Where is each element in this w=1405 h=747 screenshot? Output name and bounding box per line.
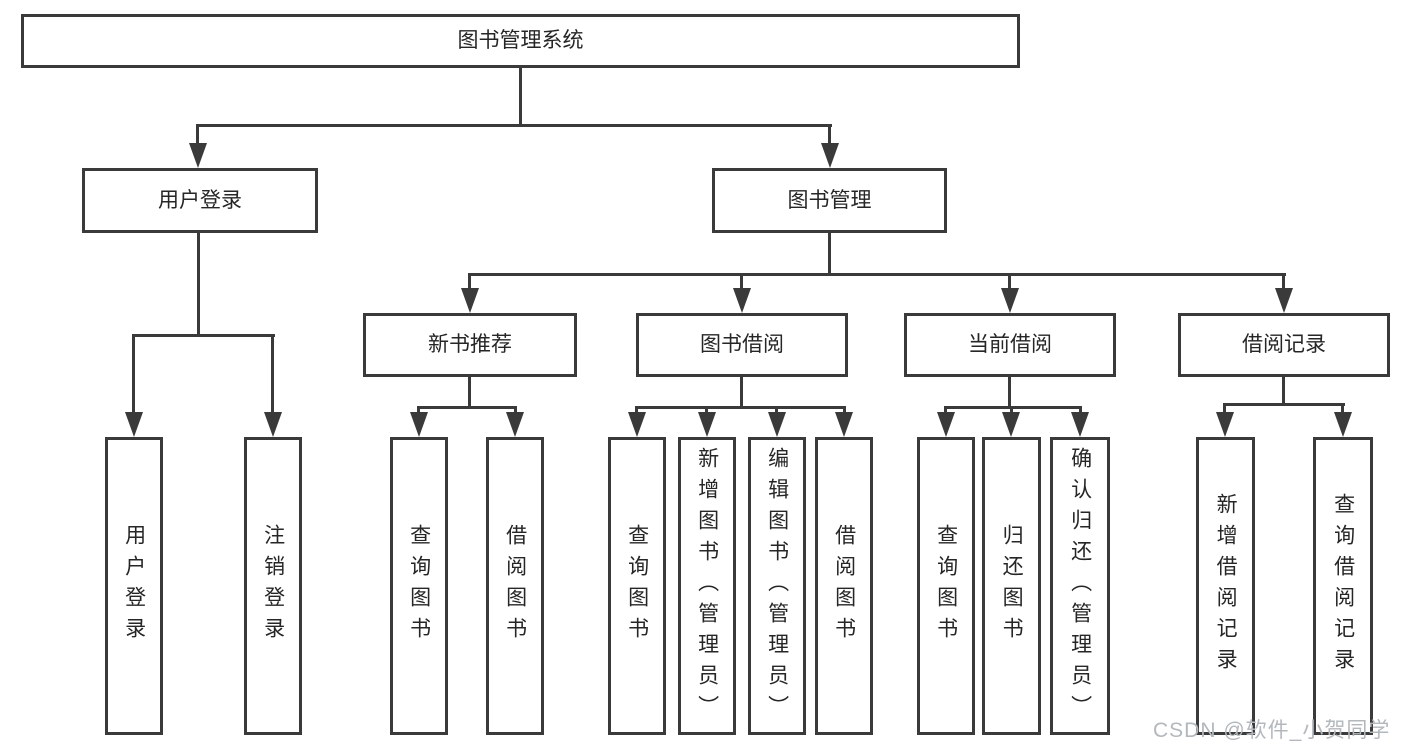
node-library-management-system: 图书管理系统 [21, 14, 1020, 68]
leaf-borrow-books-2: 借阅图书 [815, 437, 873, 735]
arrow-down-icon [821, 143, 839, 168]
arrow-down-icon [506, 412, 524, 437]
leaf-query-borrow-record: 查询借阅记录 [1313, 437, 1373, 735]
arrow-down-icon [628, 412, 646, 437]
leaf-add-book-admin: 新增图书（管理员） [678, 437, 736, 735]
connector-line [196, 124, 199, 146]
connector-line [1010, 406, 1013, 415]
connector-line [132, 334, 275, 337]
node-borrow-records: 借阅记录 [1178, 313, 1390, 377]
node-new-book-recommend: 新书推荐 [363, 313, 577, 377]
connector-line [843, 406, 846, 415]
arrow-down-icon [264, 412, 282, 437]
connector-line [1008, 273, 1011, 290]
arrow-down-icon [1002, 412, 1020, 437]
connector-line [468, 273, 1286, 276]
connector-line [417, 406, 420, 415]
node-user-login: 用户登录 [82, 168, 318, 233]
leaf-query-books-2: 查询图书 [608, 437, 666, 735]
connector-line [196, 124, 832, 127]
connector-line [468, 377, 471, 409]
connector-line [1223, 403, 1345, 406]
arrow-down-icon [1216, 412, 1234, 437]
leaf-return-book: 归还图书 [982, 437, 1041, 735]
arrow-down-icon [1071, 412, 1089, 437]
connector-line [132, 334, 135, 414]
leaf-confirm-return-admin: 确认归还（管理员） [1050, 437, 1110, 735]
connector-line [635, 406, 846, 409]
connector-line [635, 406, 638, 415]
leaf-add-borrow-record: 新增借阅记录 [1196, 437, 1255, 735]
connector-line [775, 406, 778, 415]
connector-line [740, 273, 743, 290]
connector-line [271, 334, 274, 414]
connector-line [417, 406, 517, 409]
connector-line [1223, 403, 1226, 414]
connector-line [514, 406, 517, 415]
leaf-user-login: 用户登录 [105, 437, 163, 735]
arrow-down-icon [835, 412, 853, 437]
leaf-query-books-3: 查询图书 [917, 437, 975, 735]
connector-line [519, 66, 522, 126]
arrow-down-icon [125, 412, 143, 437]
connector-line [705, 406, 708, 415]
connector-line [1282, 273, 1285, 290]
arrow-down-icon [1334, 412, 1352, 437]
connector-line [828, 124, 831, 146]
connector-line [740, 377, 743, 409]
leaf-edit-book-admin: 编辑图书（管理员） [748, 437, 806, 735]
leaf-borrow-books: 借阅图书 [486, 437, 544, 735]
connector-line [944, 406, 947, 415]
connector-line [197, 233, 200, 335]
node-book-borrow: 图书借阅 [636, 313, 848, 377]
arrow-down-icon [698, 412, 716, 437]
node-current-borrow: 当前借阅 [904, 313, 1116, 377]
connector-line [944, 406, 1082, 409]
watermark-text: CSDN @软件_小贺同学 [1153, 719, 1391, 742]
arrow-down-icon [1001, 288, 1019, 313]
connector-line [1282, 377, 1285, 406]
arrow-down-icon [768, 412, 786, 437]
connector-line [468, 273, 471, 290]
arrow-down-icon [189, 143, 207, 168]
arrow-down-icon [461, 288, 479, 313]
leaf-logout: 注销登录 [244, 437, 302, 735]
node-book-management: 图书管理 [712, 168, 947, 233]
leaf-query-books: 查询图书 [390, 437, 448, 735]
connector-line [1341, 403, 1344, 414]
connector-line [1079, 406, 1082, 415]
arrow-down-icon [733, 288, 751, 313]
arrow-down-icon [1275, 288, 1293, 313]
arrow-down-icon [410, 412, 428, 437]
arrow-down-icon [937, 412, 955, 437]
connector-line [828, 233, 831, 275]
connector-line [1008, 377, 1011, 409]
